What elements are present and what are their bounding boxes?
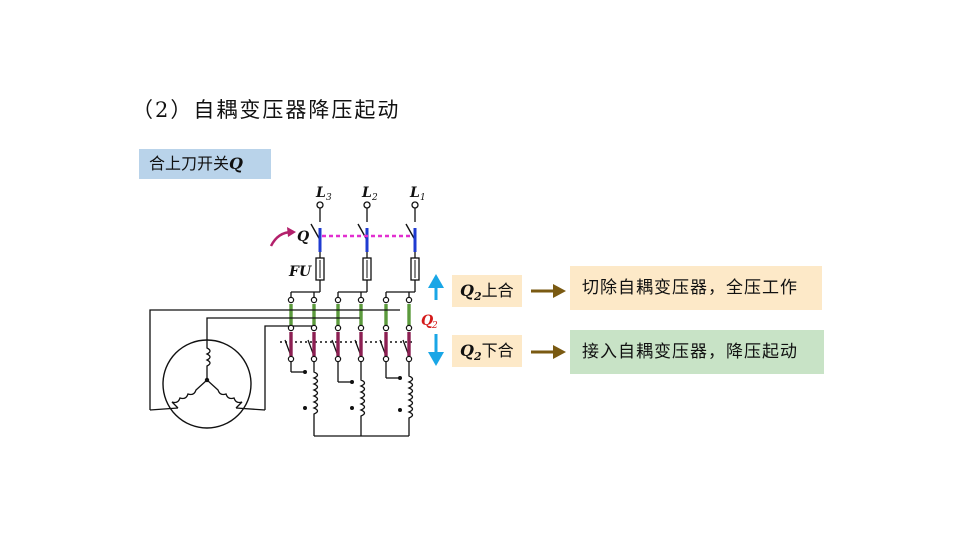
step-label-close-q: 合上刀开关Q <box>139 149 271 179</box>
result-arrows <box>531 284 566 359</box>
lower-terminals <box>287 355 413 363</box>
result-reduced-voltage: 接入自耦变压器，降压起动 <box>570 330 824 374</box>
motor <box>149 339 266 429</box>
q2-lower-contacts <box>284 332 411 357</box>
tap-dots <box>303 370 402 412</box>
motor-bus-lines <box>149 309 400 410</box>
terminal-l2 <box>363 201 371 209</box>
label-l3-sub: 3 <box>326 193 332 203</box>
upper-terminals <box>287 296 413 304</box>
motor-circle <box>162 339 252 429</box>
chip-up-sub: 2 <box>473 290 482 304</box>
arrow-right-icon <box>553 284 566 298</box>
q2-direction-arrows <box>428 274 444 366</box>
label-l2: L <box>361 185 372 201</box>
label-l2-sub: 2 <box>371 193 378 203</box>
fuses-fu: FU <box>288 252 420 281</box>
arrow-down-icon <box>428 352 444 366</box>
chip-up-symbol: Q <box>460 281 474 300</box>
chip-q2-up: Q2上合 <box>452 275 522 307</box>
chip-q2-down: Q2下合 <box>452 335 522 367</box>
label-l1: L <box>409 185 420 201</box>
terminal-l3 <box>316 201 324 209</box>
result-full-voltage: 切除自耦变压器，全压工作 <box>570 266 822 310</box>
chip-down-sub: 2 <box>473 350 482 364</box>
label-l3: L <box>315 185 326 201</box>
chip-up-action: 上合 <box>481 281 514 300</box>
label-q2-sub: 2 <box>431 321 438 331</box>
arrow-right-icon <box>553 345 566 359</box>
autotransformer <box>290 362 414 437</box>
label-q2: Q <box>421 313 433 329</box>
step-label-symbol: Q <box>229 154 243 173</box>
step-label-text: 合上刀开关 <box>149 154 230 173</box>
winding-1 <box>312 362 319 436</box>
curved-arrow-head-icon <box>287 227 296 237</box>
wiring <box>290 280 416 298</box>
supply-leads <box>319 208 416 222</box>
knife-switch-q: Q <box>269 223 417 252</box>
label-fu: FU <box>288 264 312 280</box>
winding-2 <box>359 362 366 436</box>
label-q: Q <box>297 229 309 245</box>
q2-upper-contacts <box>289 304 411 326</box>
supply-terminals <box>316 201 419 209</box>
middle-terminals <box>287 324 413 332</box>
arrow-up-icon <box>428 274 444 288</box>
chip-down-symbol: Q <box>460 341 474 360</box>
page-title: （2）自耦变压器降压起动 <box>132 98 401 122</box>
terminal-l1 <box>411 201 419 209</box>
chip-down-action: 下合 <box>481 341 514 360</box>
line-labels: L 3 L 2 L 1 <box>315 185 426 203</box>
winding-3 <box>407 362 414 436</box>
label-l1-sub: 1 <box>420 193 426 203</box>
